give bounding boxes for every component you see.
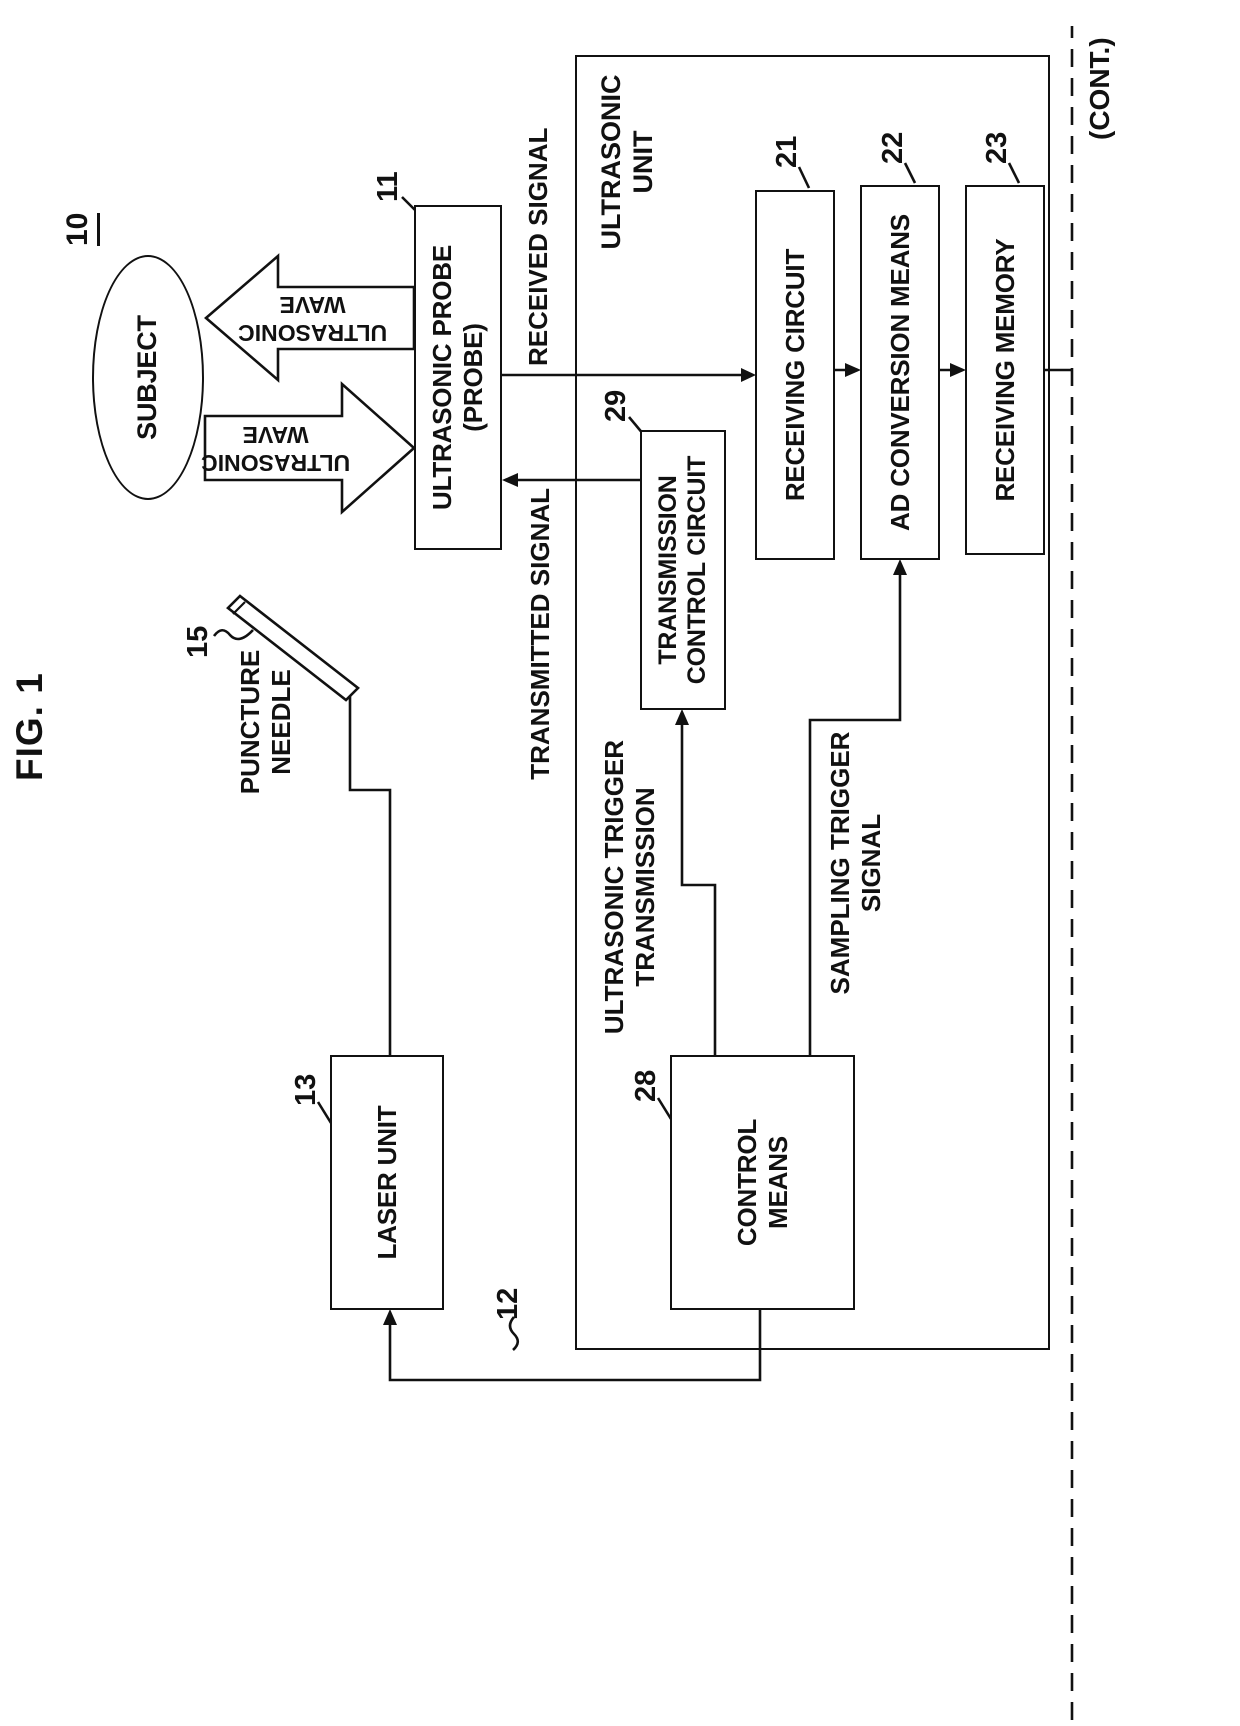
control-to-laser-line	[388, 1310, 762, 1382]
sampling-trigger-line2: SIGNAL	[855, 813, 886, 913]
ultrasonic-trigger-line2: TRANSMISSION	[629, 787, 660, 987]
ultrasonic-trigger-label: ULTRASONIC TRIGGER TRANSMISSION	[599, 736, 660, 1038]
receiving-circuit-label: RECEIVING CIRCUIT	[779, 248, 810, 502]
subject-ellipse: SUBJECT	[92, 255, 204, 500]
arrowhead-into-ad-left	[893, 559, 907, 575]
receiving-circuit-ref: 21	[771, 135, 803, 168]
wave-down-line2: WAVE	[242, 422, 310, 448]
control-means-box: CONTROL MEANS	[670, 1055, 855, 1310]
control-means-ref: 28	[630, 1069, 662, 1102]
laser-unit-label: LASER UNIT	[371, 1105, 402, 1260]
receiving-memory-box: RECEIVING MEMORY	[965, 185, 1045, 555]
puncture-needle-label: PUNCTURE NEEDLE	[235, 646, 296, 798]
receiving-memory-label: RECEIVING MEMORY	[989, 238, 1020, 502]
sampling-trigger-label: SAMPLING TRIGGER SIGNAL	[825, 712, 886, 1014]
sampling-trigger-line	[808, 563, 902, 1055]
transmitted-signal-label: TRANSMITTED SIGNAL	[525, 488, 555, 780]
leader-23	[1007, 162, 1021, 184]
wave-label-up-text: ULTRASONIC WAVE	[238, 290, 388, 346]
arrowhead-into-receiving-circuit	[741, 368, 756, 382]
arrowhead-into-transmission-control	[675, 709, 689, 725]
system-ref-10: 10	[60, 212, 101, 246]
ultrasonic-trigger-line1: ULTRASONIC TRIGGER	[599, 739, 629, 1035]
ultrasonic-unit-label: ULTRASONIC UNIT	[596, 56, 660, 268]
leader-22	[903, 162, 917, 184]
wave-up-line1: ULTRASONIC	[238, 319, 388, 346]
needle-line2: NEEDLE	[265, 669, 296, 775]
transmission-control-ref: 29	[600, 389, 632, 422]
probe-line2: (PROBE)	[458, 323, 488, 432]
leader-28	[656, 1097, 673, 1120]
control-means-line2: MEANS	[762, 1136, 793, 1229]
continuation-label: (CONT.)	[1084, 37, 1115, 140]
ultrasonic-wave-down-arrow	[203, 381, 416, 515]
ultrasonic-probe-box: ULTRASONIC PROBE (PROBE)	[414, 205, 502, 550]
arrowhead-into-laser	[383, 1309, 397, 1325]
probe-line1: ULTRASONIC PROBE	[427, 245, 458, 510]
leader-13	[316, 1101, 333, 1124]
wave-up-line2: WAVE	[279, 292, 347, 318]
unit-line2: UNIT	[627, 130, 658, 194]
sampling-trigger-line1: SAMPLING TRIGGER	[825, 731, 855, 995]
unit-line1: ULTRASONIC	[596, 74, 626, 250]
trigger-to-transmission-line	[680, 713, 717, 1055]
probe-ref: 11	[372, 171, 404, 202]
needle-line1: PUNCTURE	[235, 649, 265, 795]
puncture-needle-ref: 15	[182, 625, 214, 658]
arrowhead-into-ad-conversion	[845, 363, 861, 377]
puncture-needle-shape	[226, 594, 360, 702]
wave-label-down-text: ULTRASONIC WAVE	[201, 420, 351, 476]
transmission-control-line2: CONTROL CIRCUIT	[683, 455, 711, 685]
leader-21	[797, 166, 811, 189]
receiving-circuit-box: RECEIVING CIRCUIT	[755, 190, 835, 560]
subject-label: SUBJECT	[132, 315, 163, 440]
laser-unit-box: LASER UNIT	[330, 1055, 444, 1310]
transmission-control-line1: TRANSMISSION	[653, 475, 682, 665]
leader-15-squiggle	[212, 628, 254, 641]
ad-conversion-label: AD CONVERSION MEANS	[884, 214, 915, 531]
leader-12-squiggle	[508, 1316, 520, 1351]
wave-down-line1: ULTRASONIC	[201, 449, 351, 476]
laser-to-needle-line	[348, 696, 392, 1055]
wave-label-down: ULTRASONIC WAVE	[201, 384, 350, 512]
figure-title: FIG. 1	[9, 672, 50, 781]
receiving-memory-ref: 23	[981, 131, 1013, 164]
arrowhead-into-probe	[502, 473, 518, 487]
control-means-line1: CONTROL	[731, 1118, 762, 1247]
needle-bevel	[232, 601, 246, 615]
ad-conversion-box: AD CONVERSION MEANS	[860, 185, 940, 560]
received-signal-label: RECEIVED SIGNAL	[523, 127, 553, 366]
ad-conversion-ref: 22	[877, 131, 909, 164]
ultrasonic-unit-ref: 12	[492, 1287, 524, 1320]
arrowhead-into-receiving-memory	[950, 363, 966, 377]
laser-unit-ref: 13	[290, 1073, 322, 1106]
transmission-control-box: TRANSMISSION CONTROL CIRCUIT	[640, 430, 726, 710]
wave-label-up: ULTRASONIC WAVE	[216, 256, 410, 380]
